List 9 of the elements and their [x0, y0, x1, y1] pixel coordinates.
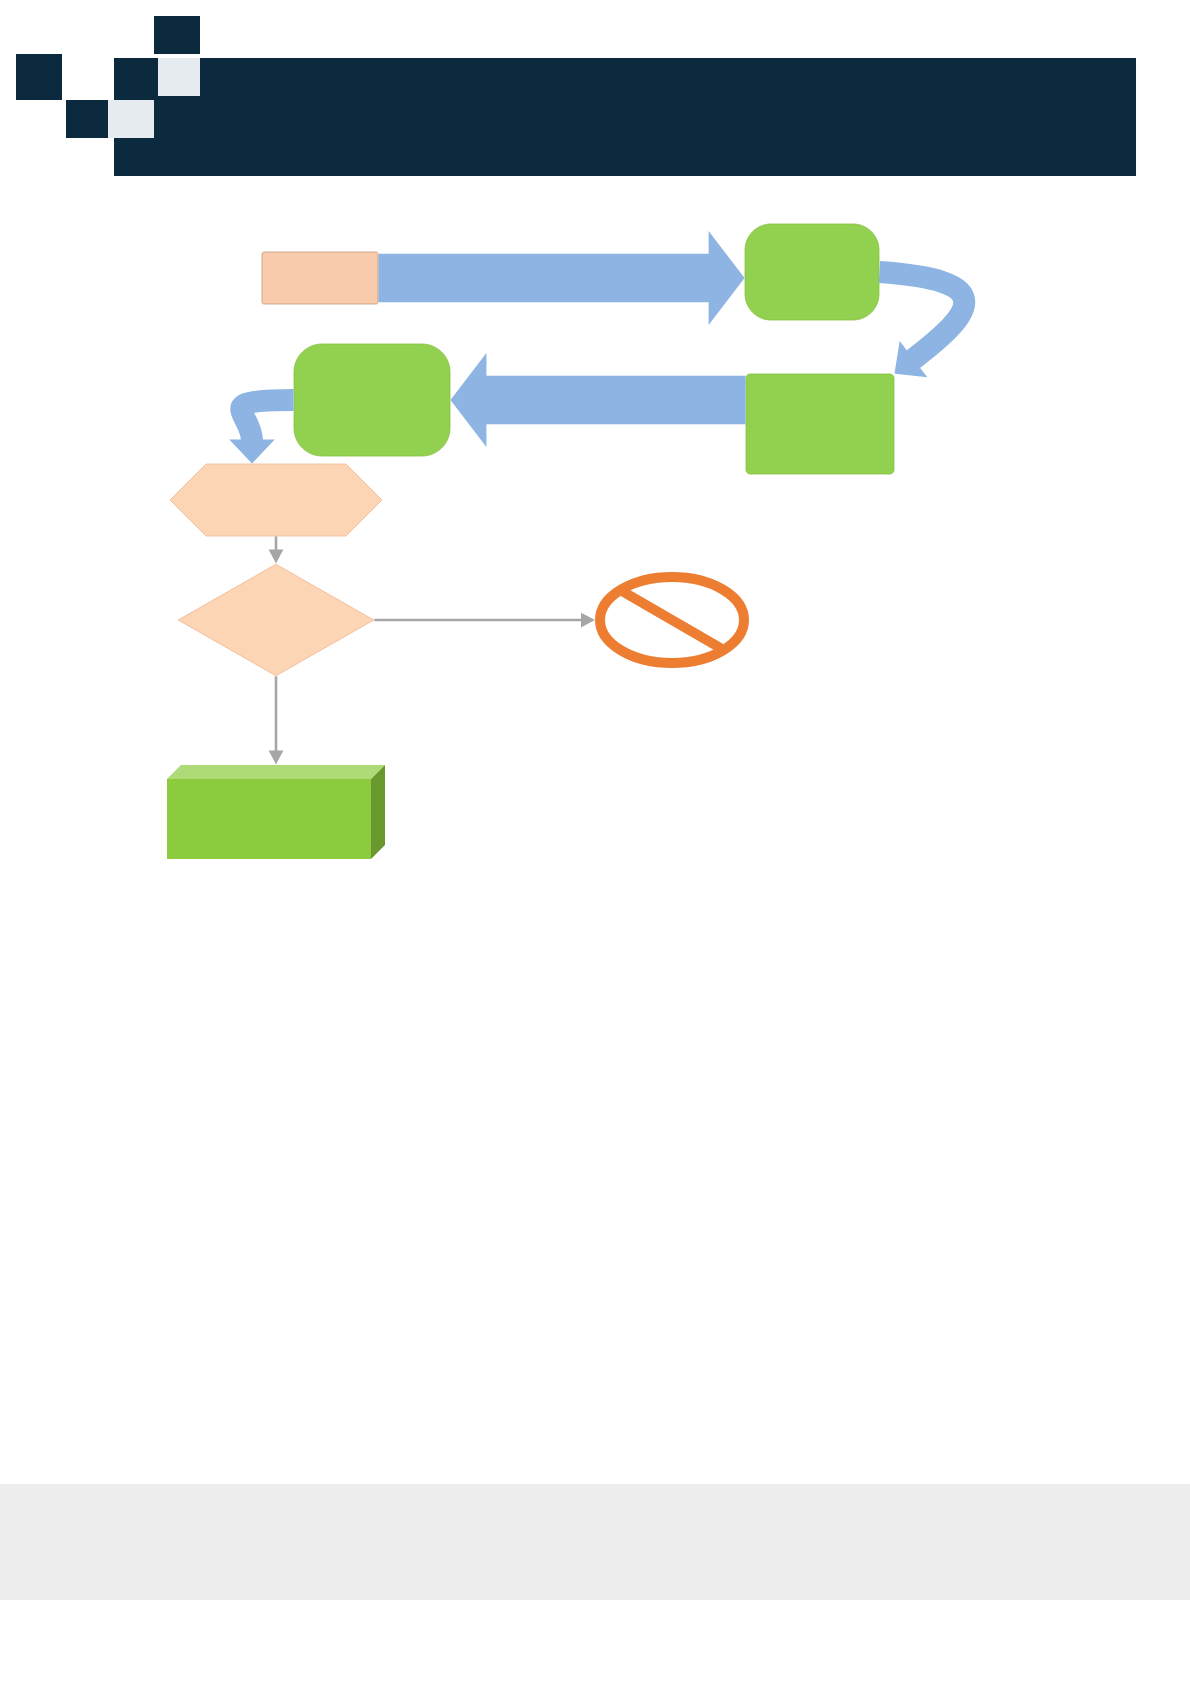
process-box	[261, 251, 379, 305]
prohibition-sign	[595, 572, 749, 668]
rounded-box	[293, 343, 451, 457]
rounded-box	[744, 223, 880, 321]
process-box	[745, 373, 895, 475]
curved-arrow	[878, 261, 975, 378]
block-box	[167, 765, 385, 859]
decision-diamond	[177, 563, 375, 677]
hexagon-shape	[169, 463, 383, 537]
